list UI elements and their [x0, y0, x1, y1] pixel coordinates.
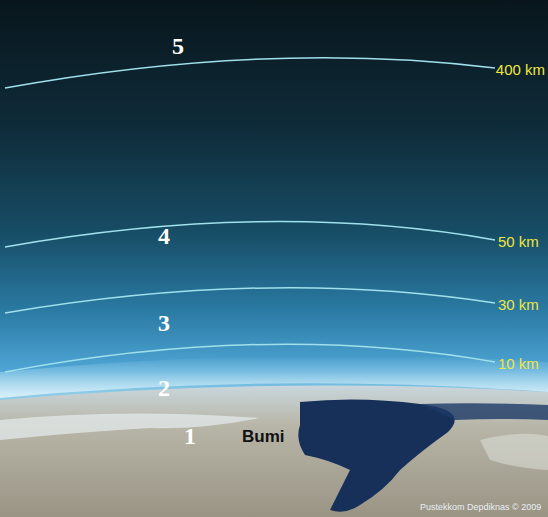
altitude-label: 10 km: [498, 356, 539, 371]
callout-number: 5: [172, 34, 184, 58]
altitude-label: 30 km: [498, 297, 539, 312]
callout-number: 3: [158, 311, 170, 335]
altitude-label: 400 km: [496, 62, 545, 77]
callout-number: 2: [158, 376, 170, 400]
callout-number: 1: [184, 424, 196, 448]
altitude-label: 50 km: [498, 234, 539, 249]
earth-label: Bumi: [242, 428, 285, 445]
watermark: Pustekkom Depdiknas © 2009: [420, 503, 541, 512]
callout-number: 4: [158, 224, 170, 248]
